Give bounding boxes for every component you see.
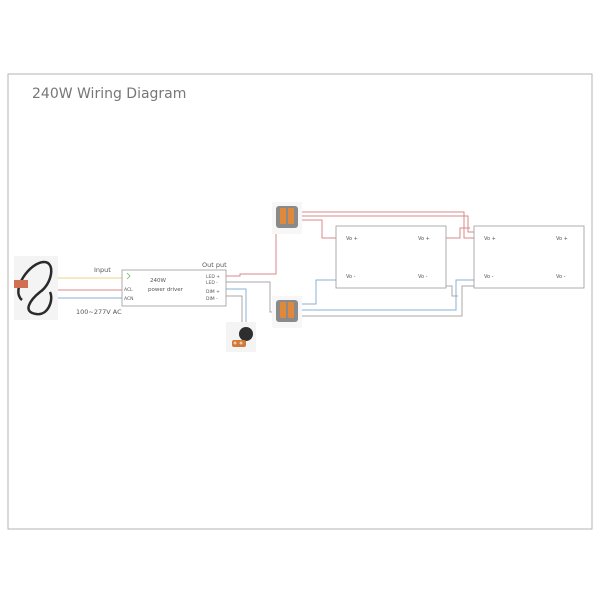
- led-panel-2-box: [473, 225, 585, 289]
- wire-pos-panel2: [300, 211, 474, 239]
- driver-led-plus-label: LED +: [206, 274, 220, 280]
- panel2-vo-plus-right: Vo +: [556, 236, 568, 242]
- cord-coil: [17, 260, 53, 316]
- driver-acl-label: ACL: [124, 287, 133, 293]
- driver-dim-plus-label: DIM +: [206, 289, 220, 295]
- wire-led-plus: [226, 218, 277, 277]
- voltage-label: 100~277V AC: [76, 308, 122, 316]
- led-panel-1-box: [335, 225, 447, 289]
- dimmer-connector-dot-1: [233, 341, 237, 345]
- driver-box: [121, 269, 227, 307]
- wires: [58, 211, 474, 322]
- diagram-title: 240W Wiring Diagram: [32, 86, 186, 102]
- wire-dim-plus: [226, 288, 247, 322]
- dimmer-connector-dot-2: [239, 341, 243, 345]
- connector-top-lever-1: [280, 208, 286, 224]
- driver-indicator-icon: [126, 272, 131, 280]
- power-cord-icon: [14, 256, 58, 320]
- wire-neg-link: [446, 285, 458, 297]
- panel1-vo-plus-right: Vo +: [418, 236, 430, 242]
- wire-pos-panel2b: [300, 215, 474, 233]
- wire-neg-panel2b: [300, 285, 474, 317]
- driver-dim-minus-label: DIM -: [206, 296, 218, 302]
- wire-pos-link: [446, 227, 470, 239]
- driver-name-line2: power driver: [148, 287, 184, 293]
- connector-bottom-lever-2: [288, 302, 294, 318]
- wire-pos-panel1: [300, 219, 336, 239]
- dimmer-connector-icon: [226, 322, 256, 352]
- power-driver: 240W power driver ACL ACN LED + LED - DI…: [121, 269, 227, 307]
- wire-neg-panel1: [300, 279, 336, 305]
- panel2-vo-minus-right: Vo -: [556, 274, 566, 280]
- connector-bottom-lever-1: [280, 302, 286, 318]
- driver-led-minus-label: LED -: [206, 280, 218, 286]
- led-panel-1: Vo + Vo + Vo - Vo -: [335, 225, 447, 289]
- panel1-vo-minus-right: Vo -: [418, 274, 428, 280]
- connector-top-lever-2: [288, 208, 294, 224]
- panel1-vo-minus-left: Vo -: [346, 274, 356, 280]
- panel2-vo-minus-left: Vo -: [484, 274, 494, 280]
- driver-name-line1: 240W: [150, 278, 166, 284]
- wire-neg-panel2: [300, 279, 474, 311]
- wire-connector-bottom-icon: [272, 296, 302, 328]
- dimmer-connector-cap: [239, 327, 253, 341]
- output-label: Out put: [202, 261, 227, 269]
- connector-top-body: [276, 206, 298, 228]
- wire-connector-top-icon: [272, 202, 302, 234]
- connector-bottom-body: [276, 300, 298, 322]
- plug-head: [14, 280, 28, 288]
- led-panel-2: Vo + Vo + Vo - Vo -: [473, 225, 585, 289]
- panel1-vo-plus-left: Vo +: [346, 236, 358, 242]
- panel2-vo-plus-left: Vo +: [484, 236, 496, 242]
- wire-dim-minus: [226, 295, 243, 322]
- input-label: Input: [94, 266, 111, 274]
- driver-acn-label: ACN: [124, 296, 134, 302]
